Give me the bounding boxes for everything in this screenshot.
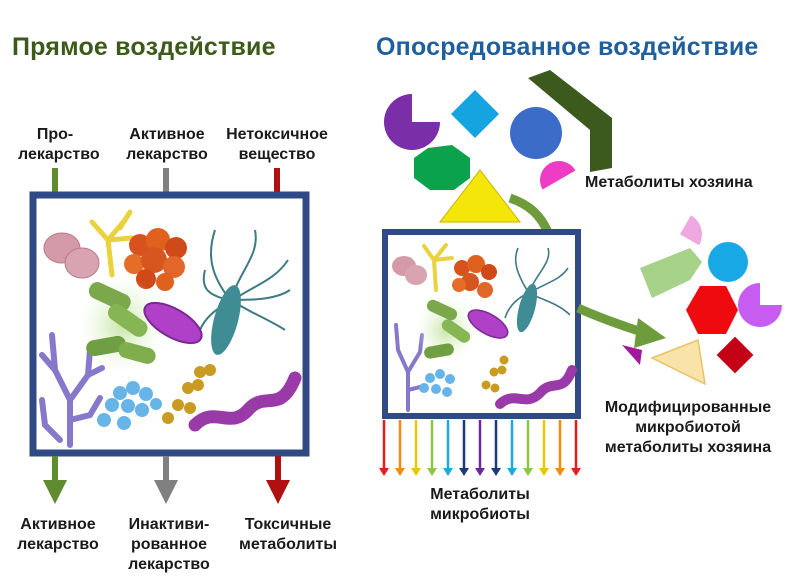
modified-metabolite-shapes (622, 215, 782, 386)
shape-darkgreen-bracket (528, 70, 612, 172)
label-line: лекарство (128, 556, 210, 573)
label-modified-metabolites: Модифицированные микробиотой метаболиты … (588, 398, 788, 458)
bacteria-gold-diplococci (162, 364, 216, 424)
bacteria-magenta-rod (143, 301, 203, 345)
label-line: Токсичные (244, 516, 332, 533)
title-mediated-effect: Опосредованное воздействие (376, 33, 759, 61)
label-line: Метаболиты (430, 486, 530, 503)
direct-input-arrows (52, 168, 280, 195)
shape-magenta-wedge (622, 345, 642, 365)
shape-yellow-triangle (438, 169, 522, 223)
label-line: метаболиты хозяина (604, 439, 772, 456)
shape-pink-quarter-circle (679, 215, 702, 246)
shape-violet-pacman (738, 283, 782, 327)
shape-magenta-half-circle (540, 161, 576, 190)
shape-green-octagon (414, 145, 470, 190)
arrow-microbiota-to-modified (576, 303, 647, 338)
label-input-prodrug: Про- лекарство (18, 125, 100, 165)
shape-cyan-circle (708, 242, 748, 282)
bacteria-purple-coral (39, 332, 105, 448)
label-output-toxic-metabolites: Токсичные метаболиты (230, 515, 346, 555)
shape-purple-pacman (384, 94, 440, 150)
bacteria-blue-cluster (97, 381, 162, 430)
bacteria-green-rods (80, 277, 164, 373)
bacteria-orange-cluster (124, 228, 187, 291)
title-direct-effect: Прямое воздействие (12, 33, 276, 61)
label-line: Активное (20, 516, 96, 533)
host-metabolite-shapes (384, 70, 612, 223)
label-line: рованное (130, 536, 208, 553)
bacteria-teal-flagellated (199, 229, 291, 355)
label-output-active-drug: Активное лекарство (8, 515, 108, 555)
label-line: Нетоксичное (226, 126, 328, 143)
label-input-nontoxic: Нетоксичное вещество (222, 125, 332, 165)
arrow-head-modified (634, 318, 666, 348)
label-line: лекарство (17, 536, 99, 553)
label-host-metabolites: Метаболиты хозяина (585, 174, 753, 191)
bacteria-pink-cocci (43, 232, 100, 279)
shape-cyan-diamond (450, 89, 500, 139)
shape-red-heptagon (686, 286, 738, 334)
shape-darkred-diamond (716, 336, 754, 374)
shape-lightgreen-bracket (640, 248, 702, 298)
label-output-inactivated-drug: Инактиви- рованное лекарство (120, 515, 218, 575)
microbiota-box-large (29, 191, 310, 457)
bacteria-purple-spiral (188, 371, 302, 432)
arrow-host-to-microbiota (508, 193, 553, 235)
label-line: микробиоты (430, 506, 530, 523)
label-line: микробиотой (635, 419, 741, 436)
label-line: Модифицированные (604, 399, 772, 416)
microbiota-box-small (382, 229, 581, 419)
label-line: метаболиты (238, 536, 337, 553)
direct-output-arrows (43, 456, 290, 504)
label-line: Активное (129, 126, 205, 143)
label-input-active-drug: Активное лекарство (118, 125, 216, 165)
label-line: вещество (238, 146, 316, 163)
shape-blue-circle (510, 107, 562, 159)
label-line: лекарство (18, 146, 100, 163)
label-microbiota-metabolites: Метаболиты микробиоты (416, 485, 544, 525)
shape-cream-triangle (650, 338, 706, 386)
bacteria-yellow-branching (89, 209, 135, 278)
label-line: Про- (36, 126, 74, 143)
microbiota-metabolite-arrows (379, 420, 581, 476)
label-line: лекарство (126, 146, 208, 163)
label-line: Инактиви- (128, 516, 210, 533)
